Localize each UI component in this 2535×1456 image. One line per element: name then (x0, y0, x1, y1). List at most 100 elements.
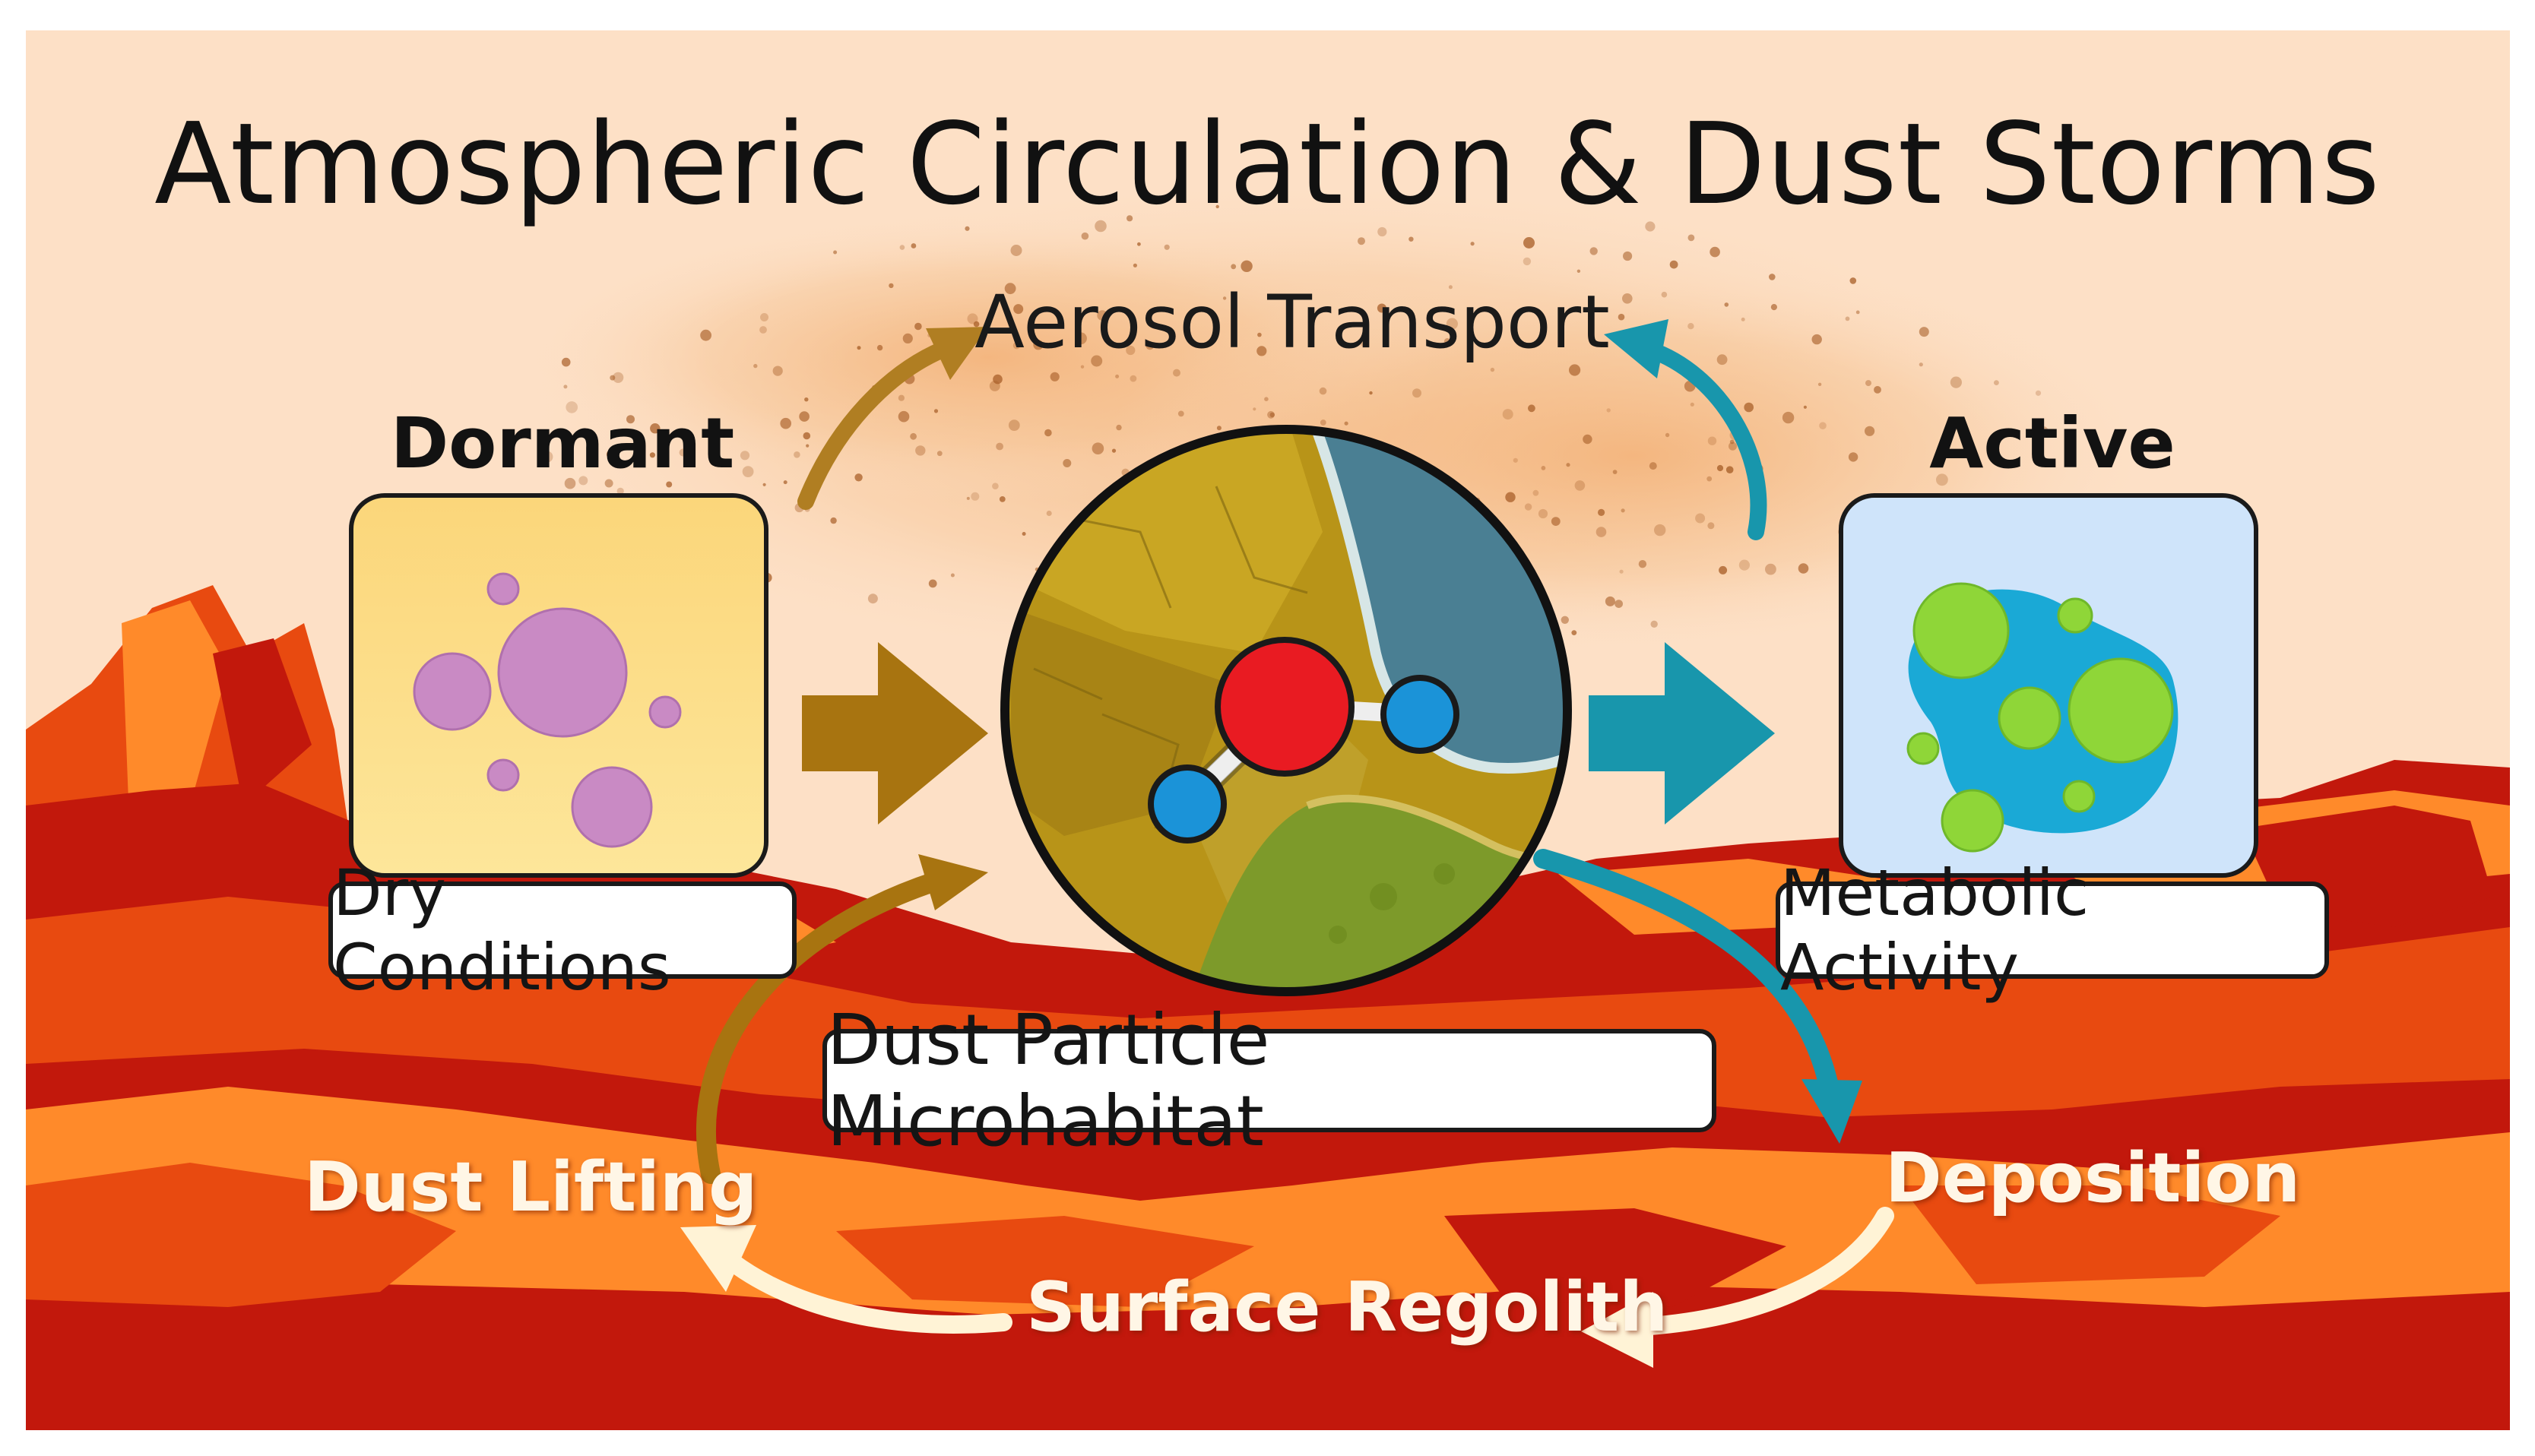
dust-speck (1623, 251, 1633, 261)
dust-speck (1532, 489, 1539, 496)
water-molecule-icon (1148, 637, 1459, 844)
aerosol-transport-label: Aerosol Transport (974, 280, 1610, 365)
dust-speck (1344, 421, 1348, 426)
dust-speck (803, 432, 811, 440)
dust-speck (613, 372, 624, 383)
dust-speck (1561, 616, 1569, 624)
dust-speck (1523, 257, 1532, 266)
dust-speck (1133, 263, 1137, 267)
dust-speck (1845, 316, 1850, 321)
dormant-box (349, 493, 768, 878)
dust-speck (1173, 369, 1180, 377)
active-label: Active (1929, 403, 2175, 484)
dust-speck (1770, 304, 1777, 311)
dust-speck (1541, 466, 1546, 470)
dust-speck (679, 448, 687, 457)
dust-speck (1621, 508, 1625, 513)
dust-speck (1046, 511, 1052, 516)
dust-speck (899, 245, 905, 250)
dust-speck (1215, 204, 1219, 209)
dust-speck (1612, 470, 1618, 474)
dust-speck (1164, 244, 1170, 250)
dust-speck (1606, 408, 1611, 413)
dust-speck (1256, 346, 1267, 356)
dust-speck (867, 593, 878, 604)
metabolic-activity-text: Metabolic Activity (1780, 856, 2090, 1005)
dust-speck (1091, 355, 1103, 367)
dust-speck (780, 417, 791, 429)
dust-speck (760, 313, 768, 321)
dust-speck (578, 476, 588, 486)
dust-speck (1566, 463, 1570, 467)
dust-speck (1669, 260, 1678, 269)
dormant-label: Dormant (390, 403, 735, 484)
dust-speck (1412, 388, 1421, 398)
dust-speck (1358, 237, 1365, 245)
dust-speck (1502, 409, 1513, 420)
dust-speck (1470, 242, 1475, 246)
dust-speck (1253, 407, 1256, 411)
dust-speck (794, 451, 800, 458)
dust-speck (1798, 563, 1809, 574)
dust-speck (914, 322, 922, 331)
dust-speck (1803, 405, 1807, 409)
dust-speck (649, 452, 656, 458)
dust-speck (1177, 410, 1184, 417)
dust-speck (1267, 410, 1275, 419)
dust-speck (967, 313, 978, 324)
dust-speck (566, 401, 578, 413)
dust-speck (1855, 310, 1860, 315)
dust-speck (1729, 442, 1737, 451)
dust-speck (1571, 630, 1577, 635)
dust-speck (740, 451, 750, 461)
dust-speck (561, 357, 571, 367)
surface-cycle-arrows (680, 1207, 1894, 1368)
dust-speck (541, 451, 553, 463)
dust-speck (1710, 246, 1720, 258)
dust-speck (1130, 375, 1137, 382)
dust-speck (1819, 422, 1827, 429)
dust-speck (1116, 424, 1122, 431)
dust-speck (606, 450, 615, 459)
dust-speck (1687, 234, 1695, 242)
dust-speck (610, 375, 616, 381)
dry-conditions-text: Dry Conditions (333, 856, 671, 1005)
dust-speck (762, 483, 766, 486)
dry-conditions-label: Dry Conditions (328, 856, 797, 1005)
metabolic-activity-label: Metabolic Activity (1776, 856, 2329, 1005)
dust-speck (1583, 434, 1592, 445)
diagram-title: Atmospheric Circulation & Dust Storms (154, 99, 2381, 229)
dust-speck (1022, 532, 1026, 536)
dust-speck (2039, 426, 2049, 435)
dust-speck (1695, 513, 1706, 524)
dust-speck (666, 481, 673, 488)
dust-speck (1605, 596, 1615, 606)
dust-speck (753, 363, 758, 369)
dust-speck (564, 477, 576, 489)
dust-speck (993, 374, 1003, 385)
dust-speck (700, 329, 711, 341)
dust-speck (1719, 565, 1728, 574)
deposition-label: Deposition (1885, 1138, 2301, 1218)
spore-cluster-icon (413, 572, 682, 848)
dust-speck (1448, 285, 1453, 290)
dust-speck (1687, 323, 1694, 330)
surface-regolith-label: Surface Regolith (1026, 1268, 1668, 1347)
dust-speck (1707, 522, 1715, 530)
dust-speck (1095, 220, 1107, 233)
dust-speck (1724, 302, 1729, 307)
dust-speck (910, 432, 917, 440)
dust-speck (604, 479, 613, 488)
dust-speck (1782, 411, 1795, 424)
dust-speck (783, 480, 787, 485)
dust-speck (857, 346, 861, 350)
dust-speck (1361, 341, 1366, 347)
dust-speck (804, 397, 809, 402)
dust-speck (889, 283, 894, 289)
dust-speck (1012, 342, 1021, 350)
dust-speck (1649, 462, 1657, 470)
dust-speck (1619, 569, 1624, 574)
dust-speck (1622, 293, 1633, 304)
